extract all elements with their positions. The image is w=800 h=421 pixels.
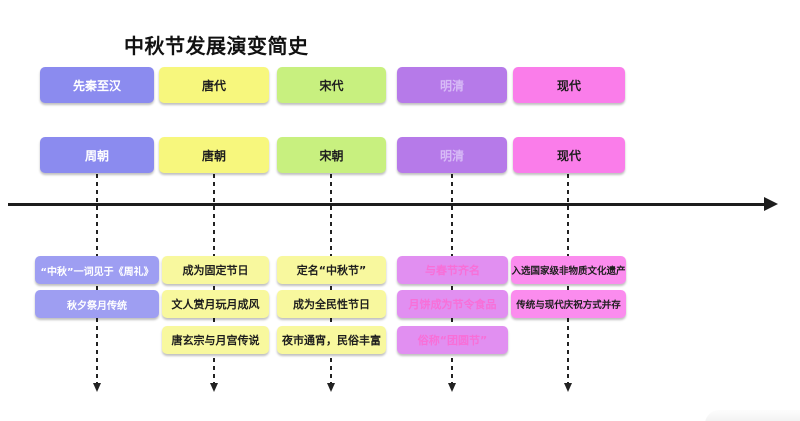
down-arrowhead-icon — [448, 383, 456, 392]
dynasty-box-modern: 现代 — [513, 137, 625, 173]
era-box-song: 宋代 — [277, 67, 386, 103]
down-arrowhead-icon — [93, 383, 101, 392]
event-box-col4-2: 月饼成为节令食品 — [397, 290, 508, 318]
event-box-col2-2: 文人赏月玩月成风 — [162, 290, 269, 318]
era-box-ming-qing: 明清 — [397, 67, 507, 103]
event-box-col2-1: 成为固定节日 — [162, 256, 269, 284]
era-box-modern: 现代 — [513, 67, 625, 103]
event-box-col4-1: 与春节齐名 — [397, 256, 508, 284]
event-box-col3-3: 夜市通宵，民俗丰富 — [277, 326, 386, 354]
event-box-col1-2: 秋夕祭月传统 — [35, 290, 159, 318]
event-box-col4-3: 俗称“团圆节” — [397, 326, 508, 354]
dynasty-box-song: 宋朝 — [277, 137, 386, 173]
event-box-col2-3: 唐玄宗与月宫传说 — [162, 326, 269, 354]
dynasty-box-ming-qing: 明清 — [397, 137, 507, 173]
event-box-col5-1: 入选国家级非物质文化遗产 — [511, 256, 626, 284]
dynasty-box-tang: 唐朝 — [159, 137, 269, 173]
page-title: 中秋节发展演变简史 — [124, 34, 309, 58]
event-box-col5-2: 传统与现代庆祝方式并存 — [511, 290, 626, 318]
timeline-axis-line — [8, 203, 766, 206]
down-arrowhead-icon — [327, 383, 335, 392]
down-arrowhead-icon — [564, 383, 572, 392]
dynasty-box-zhou: 周朝 — [40, 137, 154, 173]
corner-artifact — [705, 410, 800, 421]
down-arrowhead-icon — [210, 383, 218, 392]
era-box-tang: 唐代 — [159, 67, 269, 103]
event-box-col1-1: “中秋”一词见于《周礼》 — [35, 256, 159, 284]
era-box-pre-qin-han: 先秦至汉 — [40, 67, 154, 103]
timeline-axis-arrowhead-icon — [764, 197, 778, 211]
event-box-col3-1: 定名“中秋节” — [277, 256, 386, 284]
event-box-col3-2: 成为全民性节日 — [277, 290, 386, 318]
